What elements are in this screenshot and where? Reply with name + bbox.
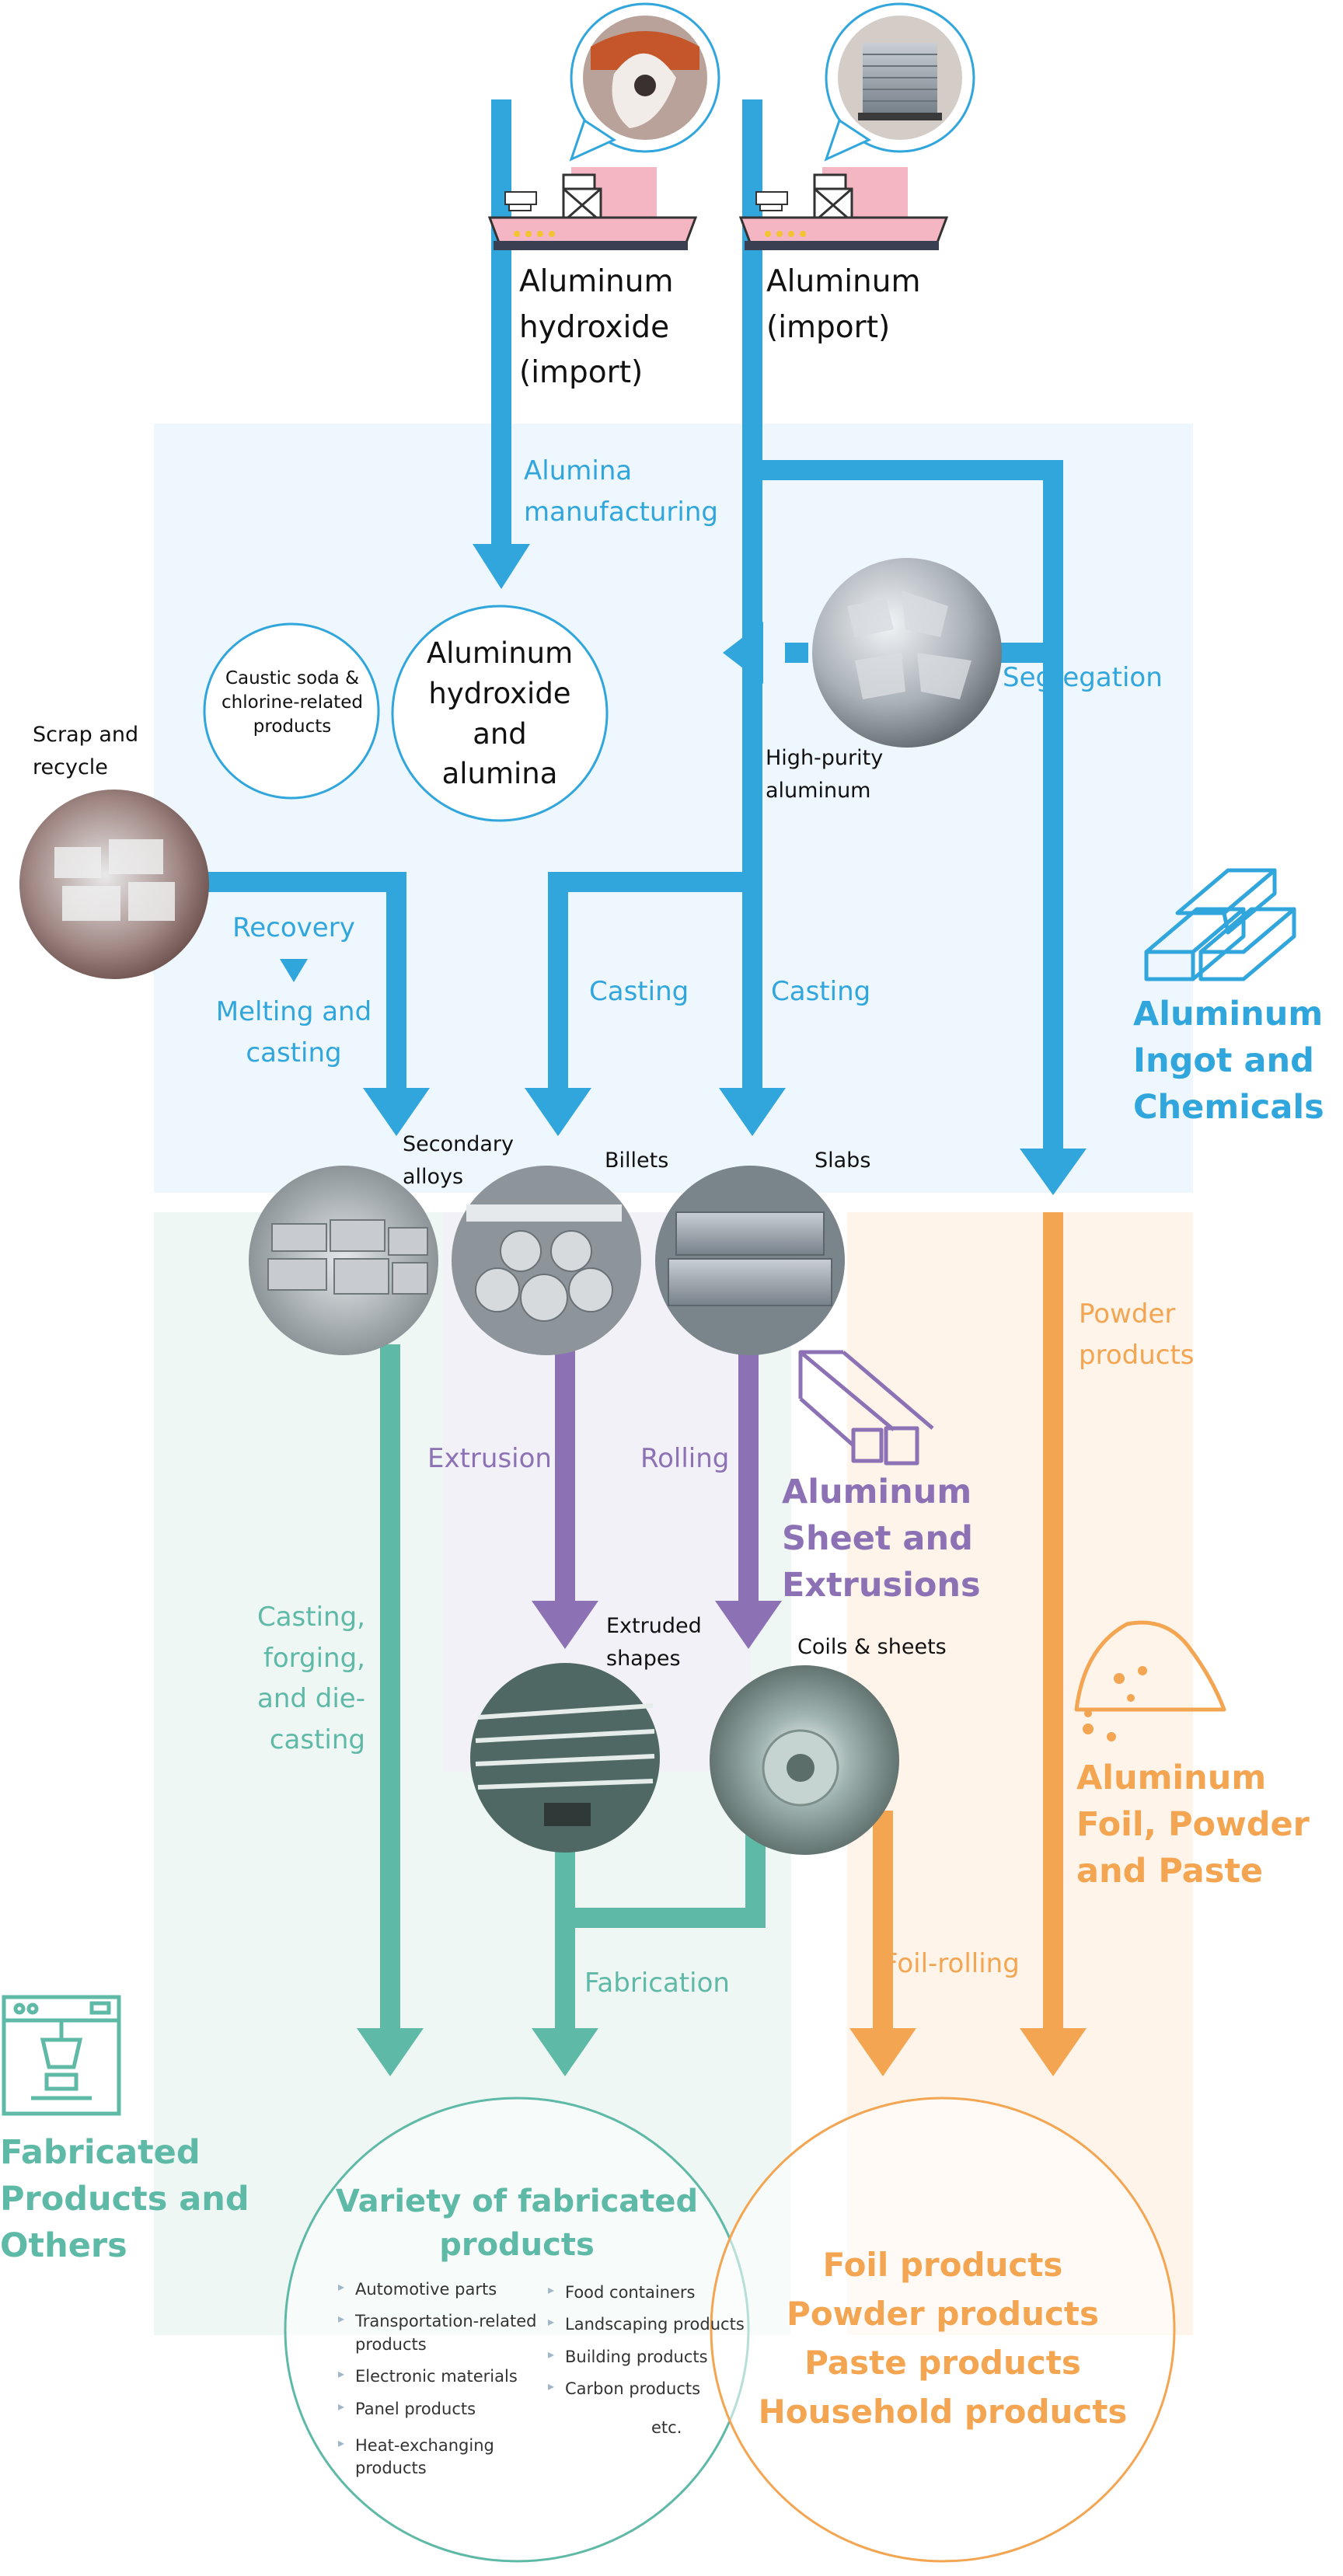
billets-photo: [452, 1166, 641, 1355]
powder-pile-icon: [1074, 1620, 1226, 1741]
node-billets: Billets: [605, 1149, 669, 1173]
node-hydroxide-alumina: Aluminum hydroxide and alumina: [426, 636, 574, 791]
slabs-photo: [655, 1166, 845, 1355]
orange-flows: [873, 1212, 1063, 2028]
label-casting-right: Casting: [771, 976, 871, 1007]
node-high-purity: High-purity aluminum: [766, 746, 884, 803]
label-recovery: Recovery: [232, 912, 355, 943]
secondary-alloys-photo: [249, 1166, 438, 1355]
foil-item: Paste products: [804, 2344, 1081, 2382]
ship-icon: [738, 167, 949, 250]
list-item: Landscaping products: [548, 2313, 750, 2336]
list-item: Transportation-related products: [338, 2310, 548, 2356]
high-purity-aluminum-photo: [812, 558, 1002, 748]
label-foil-rolling: Foil-rolling: [883, 1948, 1020, 1979]
label-casting-forging: Casting, forging, and die-casting: [256, 1602, 365, 1756]
bauxite-photo-bubble: [569, 2, 720, 162]
ingot-stack-icon: [1144, 868, 1296, 981]
foil-item: Household products: [758, 2393, 1128, 2431]
list-item: Electronic materials: [338, 2365, 548, 2388]
fabricated-items-left: Automotive parts Transportation-related …: [338, 2278, 548, 2490]
foil-items: Foil products Powder products Paste prod…: [746, 2240, 1139, 2436]
source-aluminum-import: Aluminum (import): [766, 264, 921, 345]
node-coils-sheets: Coils & sheets: [797, 1635, 947, 1659]
node-extruded-shapes: Extruded shapes: [606, 1614, 702, 1671]
section-fabricated-products: Fabricated Products and Others: [0, 2133, 249, 2266]
label-extrusion: Extrusion: [427, 1443, 552, 1474]
panel-ingot-chemicals: [154, 424, 1193, 1193]
extrusion-profile-icon: [798, 1350, 934, 1466]
section-ingot-chemicals: Aluminum Ingot and Chemicals: [1133, 995, 1324, 1128]
list-item: Panel products: [338, 2398, 548, 2421]
node-caustic-soda: Caustic soda & chlorine-related products: [222, 668, 363, 737]
label-rolling: Rolling: [640, 1443, 730, 1474]
label-segregation: Segregation: [1003, 662, 1163, 693]
node-secondary-alloys: Secondary alloys: [403, 1132, 514, 1189]
label-melting-casting: Melting and casting: [215, 996, 372, 1068]
blue-arrowheads: [280, 544, 1087, 1195]
list-item: Carbon products: [548, 2378, 750, 2400]
label-powder-products: Powder products: [1079, 1298, 1195, 1371]
label-alumina-manufacturing: Alumina manufacturing: [524, 455, 718, 528]
source-hydroxide-import: Aluminum hydroxide (import): [519, 264, 674, 390]
list-item: Heat-exchanging products: [338, 2435, 548, 2480]
node-scrap-recycle: Scrap and recycle: [33, 723, 139, 779]
label-fabrication: Fabrication: [584, 1968, 730, 1999]
scrap-photo: [19, 790, 209, 979]
caustic-soda-circle: [203, 622, 380, 800]
list-item: Building products: [548, 2346, 750, 2369]
foil-item: Foil products: [822, 2246, 1063, 2284]
extruded-shapes-photo: [470, 1663, 660, 1853]
fabricated-circle-title: Variety of fabricated products: [335, 2184, 699, 2263]
fabricated-etc: etc.: [651, 2418, 682, 2437]
foil-item: Powder products: [787, 2295, 1099, 2333]
section-foil-powder-paste: Aluminum Foil, Powder and Paste: [1076, 1759, 1310, 1891]
label-casting-left: Casting: [589, 976, 689, 1007]
purple-flows: [555, 1344, 759, 1601]
ship-icon: [487, 167, 698, 250]
fabricated-items-right: Food containers Landscaping products Bui…: [548, 2281, 750, 2410]
blue-flows: [204, 99, 1063, 1150]
coils-sheets-photo: [710, 1665, 899, 1855]
ingot-stack-photo-bubble: [824, 2, 975, 162]
machine-icon: [2, 1995, 121, 2116]
node-slabs: Slabs: [815, 1149, 871, 1173]
section-sheet-extrusions: Aluminum Sheet and Extrusions: [782, 1473, 981, 1605]
list-item: Automotive parts: [338, 2278, 548, 2301]
teal-flows: [380, 1344, 766, 2028]
list-item: Food containers: [548, 2281, 750, 2304]
hydroxide-alumina-circle: [391, 605, 609, 822]
